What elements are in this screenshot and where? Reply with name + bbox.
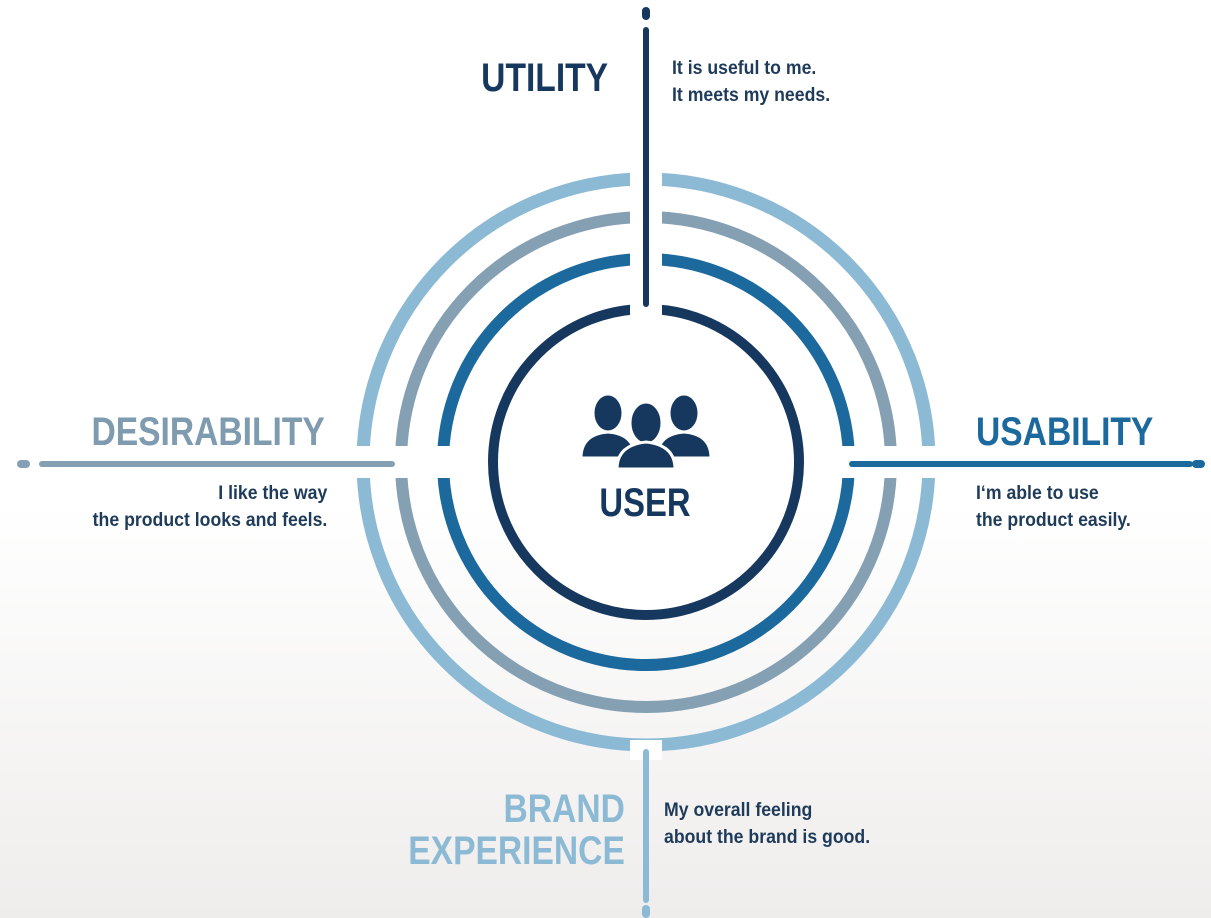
usability-line-1: I‘m able to use xyxy=(976,483,1099,504)
brand-experience-line-1: My overall feeling xyxy=(664,800,813,821)
usability-line-2: the product easily. xyxy=(976,510,1131,531)
utility-description: It is useful to me. It meets my needs. xyxy=(672,55,830,109)
desirability-title: DESIRABILITY xyxy=(91,410,325,454)
desirability-description: I like the way the product looks and fee… xyxy=(92,480,327,534)
brand-experience-title-line-2: EXPERIENCE xyxy=(408,829,625,873)
utility-title: UTILITY xyxy=(481,56,608,100)
usability-description: I‘m able to use the product easily. xyxy=(976,480,1131,534)
usability-title: USABILITY xyxy=(976,410,1154,454)
desirability-line-2: the product looks and feels. xyxy=(92,510,327,531)
utility-line-2: It meets my needs. xyxy=(672,85,831,106)
user-label: USER xyxy=(599,481,691,525)
brand-experience-description: My overall feeling about the brand is go… xyxy=(664,797,870,851)
axis-utility-cap xyxy=(642,7,650,20)
axis-brand-experience-cap xyxy=(642,905,650,918)
desirability-line-1: I like the way xyxy=(217,483,327,504)
axis-desirability-cap xyxy=(17,460,30,468)
brand-experience-title: BRAND EXPERIENCE xyxy=(408,788,625,872)
utility-line-1: It is useful to me. xyxy=(672,58,817,79)
users-icon xyxy=(579,392,713,471)
brand-experience-title-line-1: BRAND xyxy=(503,787,625,831)
brand-experience-line-2: about the brand is good. xyxy=(664,827,871,848)
axis-usability-cap xyxy=(1192,460,1205,468)
